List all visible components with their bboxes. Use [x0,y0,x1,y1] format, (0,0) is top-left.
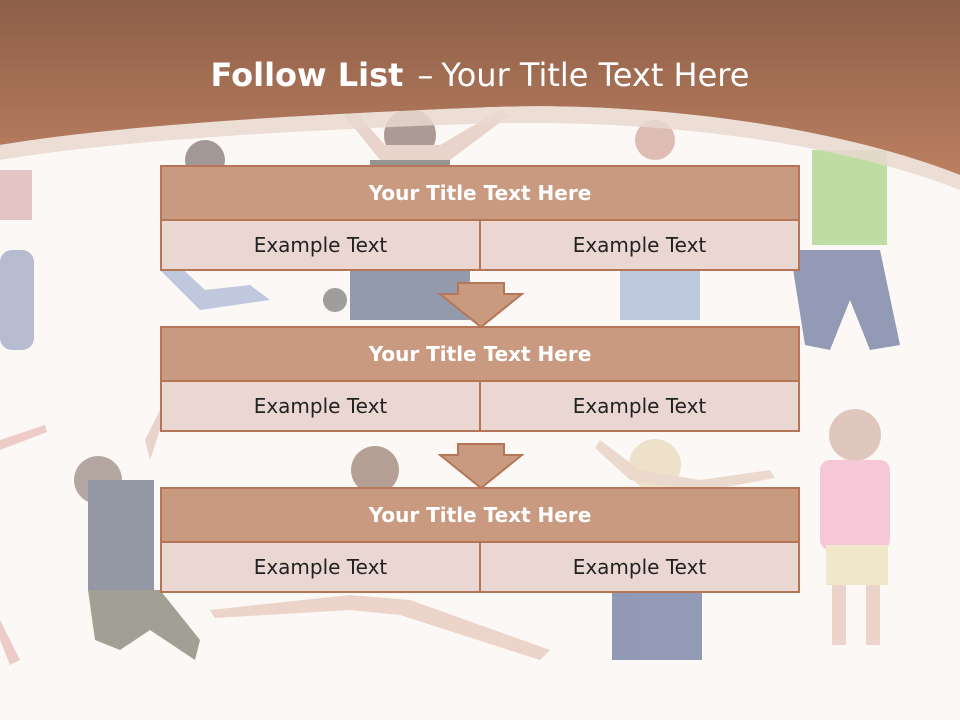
block-heading: Your Title Text Here [160,326,800,382]
title-separator: – [417,56,434,94]
block-left-cell: Example Text [160,543,481,593]
down-arrow-icon [438,282,524,328]
block-row: Example Text Example Text [160,382,800,432]
block-heading: Your Title Text Here [160,487,800,543]
list-block: Your Title Text Here Example Text Exampl… [160,487,800,593]
block-right-cell: Example Text [481,543,800,593]
block-row: Example Text Example Text [160,221,800,271]
block-left-cell: Example Text [160,382,481,432]
title-bold-part: Follow List [210,56,404,94]
list-block: Your Title Text Here Example Text Exampl… [160,165,800,271]
title-rest: Your Title Text Here [441,56,750,94]
block-right-cell: Example Text [481,382,800,432]
block-left-cell: Example Text [160,221,481,271]
list-block: Your Title Text Here Example Text Exampl… [160,326,800,432]
block-row: Example Text Example Text [160,543,800,593]
block-right-cell: Example Text [481,221,800,271]
block-heading: Your Title Text Here [160,165,800,221]
down-arrow-icon [438,443,524,489]
slide-title: Follow List–Your Title Text Here [0,54,960,96]
